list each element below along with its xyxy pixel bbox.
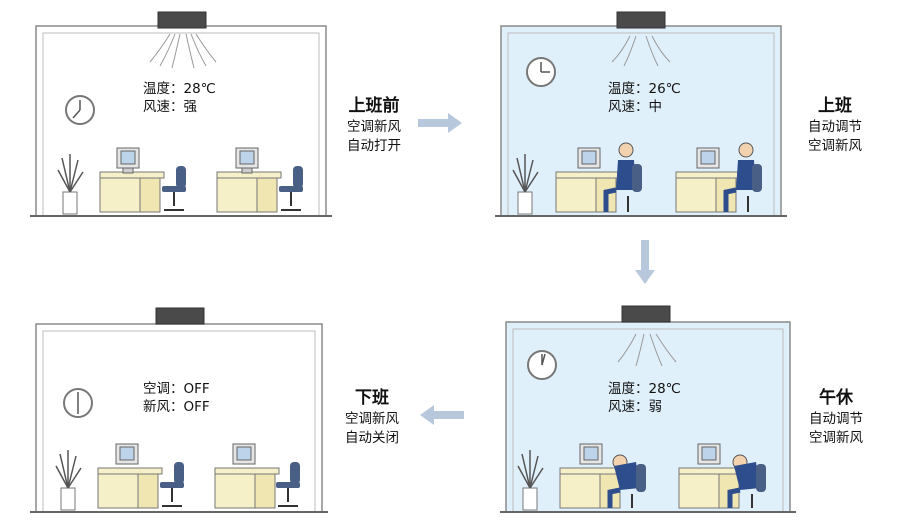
phase-title: 下班 (355, 388, 389, 408)
phase-label-before-work: 上班前 空调新风 自动打开 (334, 94, 414, 156)
readout-line: 温度：28℃ (143, 81, 216, 97)
ac-unit-icon (616, 11, 666, 29)
readout-line: 新风：OFF (143, 399, 210, 415)
chair-icon (160, 462, 184, 507)
wall-clock-icon (63, 388, 93, 418)
wall-clock-icon (65, 95, 95, 125)
person-working-icon (723, 142, 762, 212)
arrow-left-icon (420, 405, 464, 425)
chair-icon (276, 462, 300, 507)
person-working-icon (603, 142, 642, 212)
readout-line: 风速：弱 (608, 399, 662, 415)
phase-line: 空调新风 (809, 430, 863, 446)
chair-icon (162, 166, 186, 211)
desk-icon (216, 147, 282, 213)
plant-icon (57, 154, 84, 215)
phase-title: 午休 (819, 388, 853, 408)
readout-after-work: 空调：OFF 新风：OFF (143, 380, 210, 416)
phase-line: 自动调节 (808, 119, 862, 135)
phase-label-lunch-break: 午休 自动调节 空调新风 (796, 386, 876, 448)
readout-line: 风速：中 (608, 99, 662, 115)
chair-icon (279, 166, 303, 211)
ac-unit-icon (157, 11, 207, 29)
readout-at-work: 温度：26℃ 风速：中 (608, 80, 681, 116)
wall-clock-icon (527, 350, 557, 380)
phase-line: 自动关闭 (345, 430, 399, 446)
readout-line: 风速：强 (143, 99, 197, 115)
desk-icon (214, 443, 280, 509)
phase-line: 自动打开 (347, 138, 401, 154)
phase-line: 空调新风 (347, 119, 401, 135)
phase-title: 上班前 (348, 96, 400, 116)
phase-line: 空调新风 (345, 411, 399, 427)
phase-label-after-work: 下班 空调新风 自动关闭 (332, 386, 412, 448)
plant-icon (512, 154, 539, 215)
person-napping-icon (727, 454, 766, 508)
ac-unit-icon (155, 307, 205, 325)
arrow-right-icon (418, 113, 462, 133)
readout-line: 空调：OFF (143, 381, 210, 397)
readout-line: 温度：26℃ (608, 81, 681, 97)
desk-icon (555, 147, 621, 213)
plant-icon (55, 450, 82, 511)
desk-icon (97, 443, 163, 509)
ac-unit-icon (621, 305, 671, 323)
desk-icon (675, 147, 741, 213)
readout-line: 温度：28℃ (608, 381, 681, 397)
desk-icon (99, 147, 165, 213)
plant-icon (517, 450, 544, 511)
person-napping-icon (607, 454, 646, 508)
wall-clock-icon (526, 57, 556, 87)
readout-lunch-break: 温度：28℃ 风速：弱 (608, 380, 681, 416)
readout-before-work: 温度：28℃ 风速：强 (143, 80, 216, 116)
phase-label-at-work: 上班 自动调节 空调新风 (795, 94, 875, 156)
phase-line: 空调新风 (808, 138, 862, 154)
phase-title: 上班 (818, 96, 852, 116)
arrow-down-icon (635, 240, 655, 284)
phase-line: 自动调节 (809, 411, 863, 427)
